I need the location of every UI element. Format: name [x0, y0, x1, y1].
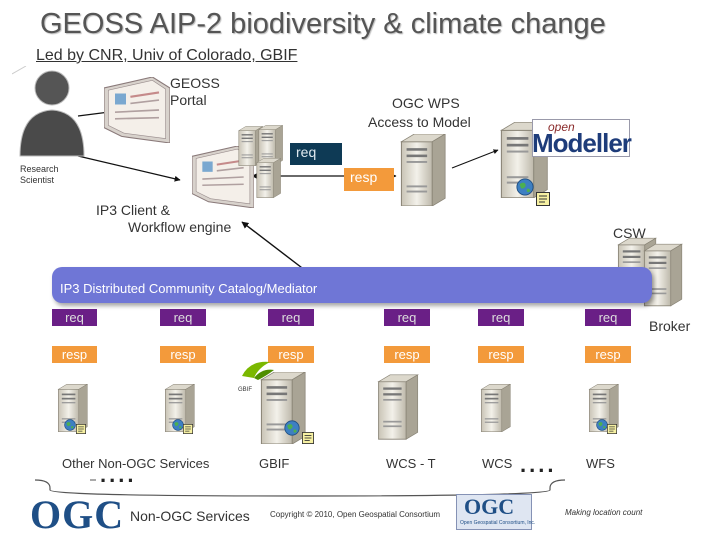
- service-label-wfs: WFS: [586, 456, 615, 471]
- wps-server-icon: [396, 134, 448, 206]
- page-subtitle: Led by CNR, Univ of Colorado, GBIF: [36, 47, 298, 64]
- page-title: GEOSS AIP-2 biodiversity & climate chang…: [40, 8, 606, 40]
- client-label-line1: IP3 Client &: [96, 202, 170, 218]
- document-icon: [183, 424, 193, 434]
- non-ogc-services-label: Non-OGC Services: [130, 508, 250, 524]
- resp-label: resp: [585, 346, 631, 363]
- service-label-gbif: GBIF: [259, 456, 290, 471]
- req-label: req: [52, 309, 97, 326]
- openmodeller-logo: [532, 119, 630, 157]
- globe-icon: [516, 178, 534, 196]
- catalog-label: IP3 Distributed Community Catalog/Mediat…: [60, 281, 318, 296]
- tagline-text: Making location count: [565, 508, 643, 517]
- globe-icon: [64, 419, 76, 431]
- server-icon: [374, 374, 420, 440]
- person-icon: [12, 66, 85, 157]
- document-icon: [607, 424, 617, 434]
- ogc-small-logo-text: OGC: [464, 494, 515, 519]
- top-resp-label: resp: [344, 168, 394, 191]
- document-icon: [302, 432, 314, 444]
- globe-icon: [284, 420, 300, 436]
- scientist-label-line1: Research: [20, 164, 59, 174]
- portal-window-icon: [104, 72, 170, 148]
- document-icon: [76, 424, 86, 434]
- client-label-line2: Workflow engine: [128, 219, 232, 235]
- server-icon: [254, 158, 282, 198]
- wps-label-line1: OGC WPS: [392, 95, 460, 111]
- req-label: req: [384, 309, 430, 326]
- csw-label: CSW: [613, 225, 646, 241]
- resp-label: resp: [384, 346, 430, 363]
- copyright-text: Copyright © 2010, Open Geospatial Consor…: [270, 510, 440, 519]
- openmodeller-logo-main: Modeller: [532, 128, 632, 158]
- req-label: req: [160, 309, 206, 326]
- server-icon: [478, 384, 512, 432]
- gbif-logo-text: GBIF: [238, 387, 253, 393]
- ogc-small-logo: [456, 494, 532, 530]
- req-label: req: [268, 309, 314, 326]
- resp-label: resp: [268, 346, 314, 363]
- wps-label-line2: Access to Model: [368, 114, 471, 130]
- catalog-mediator-bar: [52, 267, 652, 303]
- broker-label: Broker: [649, 318, 691, 334]
- gbif-logo: [242, 361, 274, 380]
- resp-label: resp: [52, 346, 97, 363]
- req-label: req: [585, 309, 631, 326]
- service-label-wcs-t: WCS - T: [386, 456, 436, 471]
- portal-label-line2: Portal: [170, 92, 207, 108]
- resp-label: resp: [478, 346, 524, 363]
- ogc-logo: OGC: [30, 492, 125, 537]
- ellipsis-dots: ....: [100, 462, 137, 487]
- document-icon: [536, 192, 550, 206]
- top-req-label: req: [290, 143, 342, 165]
- req-label: req: [478, 309, 524, 326]
- ellipsis-dots: ....: [520, 452, 557, 477]
- service-label-other-non-ogc: Other Non-OGC Services: [62, 456, 210, 471]
- ogc-small-logo-sub: Open Geospatial Consortium, Inc.: [460, 520, 536, 526]
- service-label-wcs: WCS: [482, 456, 513, 471]
- openmodeller-logo-open: open: [548, 120, 575, 134]
- scientist-label-line2: Scientist: [20, 175, 55, 185]
- portal-label-line1: GEOSS: [170, 75, 220, 91]
- gbif-server-icon: [256, 372, 308, 444]
- resp-label: resp: [160, 346, 206, 363]
